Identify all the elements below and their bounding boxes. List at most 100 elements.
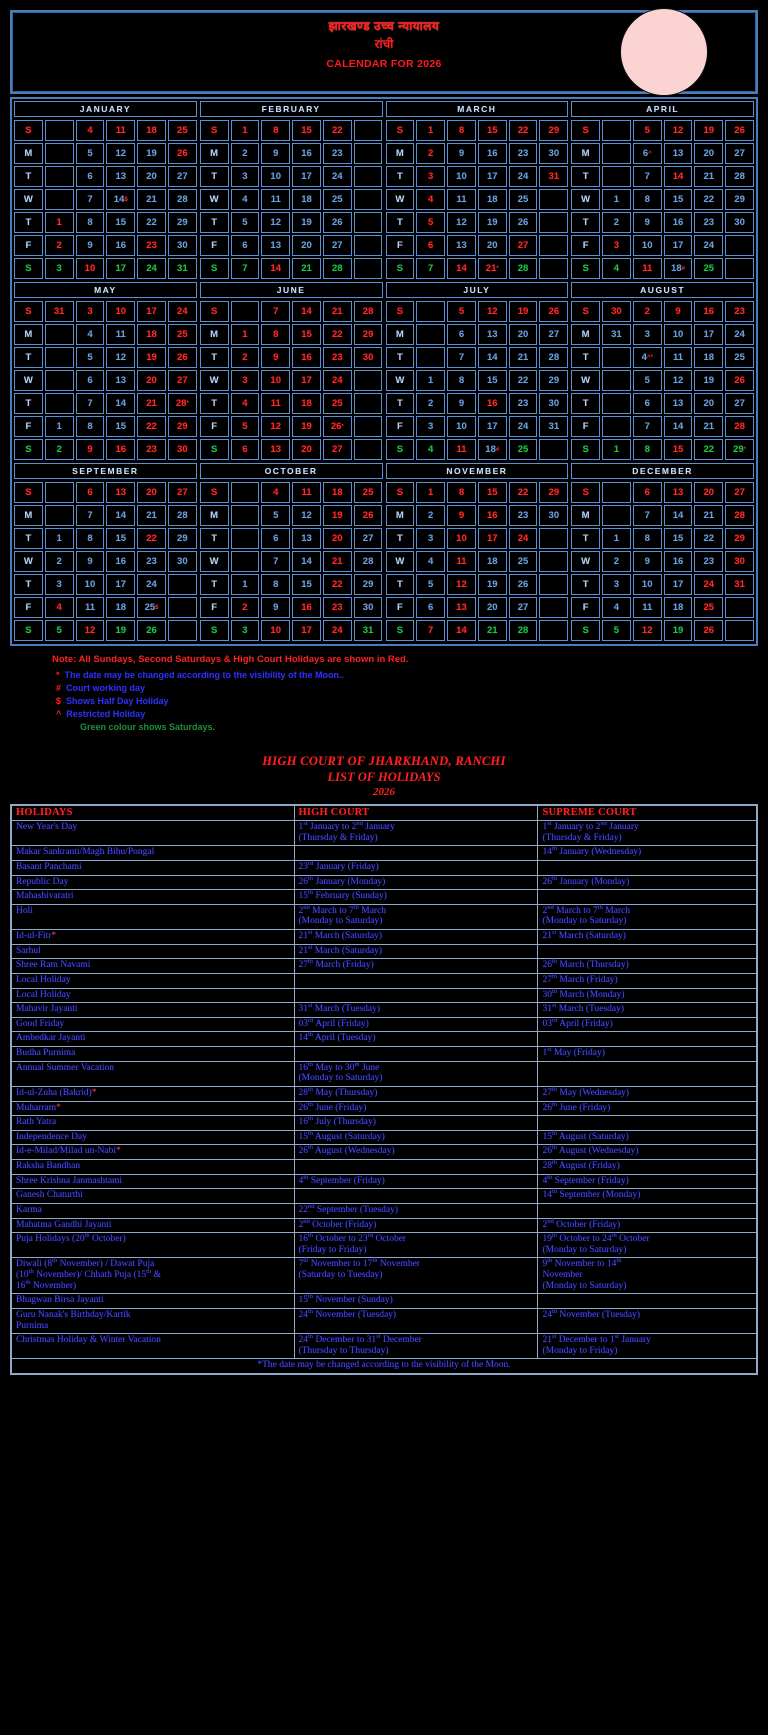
date-cell[interactable]: 13	[663, 143, 693, 164]
date-cell[interactable]: 10	[261, 370, 291, 391]
date-cell[interactable]: 11	[261, 189, 291, 210]
date-cell[interactable]: 22	[137, 416, 166, 437]
date-cell[interactable]: 3	[602, 235, 631, 256]
date-cell[interactable]: 9	[447, 143, 476, 164]
date-cell[interactable]: 26	[322, 212, 352, 233]
date-cell[interactable]: 13	[477, 324, 507, 345]
date-cell[interactable]	[44, 143, 74, 164]
date-cell[interactable]	[725, 620, 754, 641]
date-cell[interactable]: 4	[230, 189, 260, 210]
date-cell[interactable]: 7	[632, 416, 662, 437]
date-cell[interactable]: 10	[632, 235, 662, 256]
date-cell[interactable]: 25	[167, 324, 197, 345]
date-cell[interactable]: 31	[602, 324, 631, 345]
date-cell[interactable]: 23	[508, 505, 538, 526]
date-cell[interactable]: 1	[230, 120, 260, 141]
date-cell[interactable]: 12	[447, 212, 476, 233]
date-cell[interactable]: 17	[663, 235, 693, 256]
date-cell[interactable]: 15	[477, 482, 507, 503]
date-cell[interactable]: 17	[137, 301, 166, 322]
date-cell[interactable]: 5	[230, 416, 260, 437]
date-cell[interactable]: 18	[292, 393, 321, 414]
date-cell[interactable]: 6^	[632, 143, 662, 164]
date-cell[interactable]	[230, 551, 260, 572]
date-cell[interactable]: 8	[75, 528, 105, 549]
date-cell[interactable]: 13	[106, 482, 136, 503]
date-cell[interactable]: 2	[230, 347, 260, 368]
date-cell[interactable]: 31	[539, 416, 569, 437]
date-cell[interactable]: 3	[416, 528, 446, 549]
date-cell[interactable]: 7	[230, 258, 260, 279]
date-cell[interactable]: 15	[292, 324, 321, 345]
date-cell[interactable]: 11	[632, 597, 662, 618]
date-cell[interactable]: 14	[477, 347, 507, 368]
date-cell[interactable]: 5	[447, 301, 476, 322]
date-cell[interactable]: 25	[694, 258, 724, 279]
date-cell[interactable]: 15	[106, 416, 136, 437]
date-cell[interactable]: 28	[508, 620, 538, 641]
date-cell[interactable]: 9	[75, 551, 105, 572]
date-cell[interactable]: 1	[602, 528, 631, 549]
date-cell[interactable]: 27	[322, 235, 352, 256]
date-cell[interactable]: 3	[230, 620, 260, 641]
date-cell[interactable]: 23	[137, 235, 166, 256]
date-cell[interactable]: 26	[167, 143, 197, 164]
date-cell[interactable]	[539, 597, 569, 618]
date-cell[interactable]: 25	[725, 347, 754, 368]
date-cell[interactable]: 30	[539, 505, 569, 526]
date-cell[interactable]	[602, 347, 631, 368]
date-cell[interactable]	[539, 574, 569, 595]
date-cell[interactable]: 7	[75, 505, 105, 526]
date-cell[interactable]: 15	[663, 528, 693, 549]
date-cell[interactable]: 19	[106, 620, 136, 641]
date-cell[interactable]: 20	[694, 143, 724, 164]
date-cell[interactable]	[539, 258, 569, 279]
date-cell[interactable]: 23	[694, 212, 724, 233]
date-cell[interactable]: 30	[167, 439, 197, 460]
date-cell[interactable]: 7	[75, 189, 105, 210]
date-cell[interactable]: 9	[447, 393, 476, 414]
date-cell[interactable]: 3	[416, 416, 446, 437]
date-cell[interactable]: 25	[322, 393, 352, 414]
date-cell[interactable]	[539, 189, 569, 210]
date-cell[interactable]	[539, 551, 569, 572]
date-cell[interactable]: 16	[292, 143, 321, 164]
date-cell[interactable]	[602, 393, 631, 414]
date-cell[interactable]: 24	[694, 574, 724, 595]
date-cell[interactable]: 2	[416, 505, 446, 526]
date-cell[interactable]: 6	[447, 324, 476, 345]
date-cell[interactable]: 23	[508, 393, 538, 414]
date-cell[interactable]: 29	[539, 482, 569, 503]
date-cell[interactable]: 21	[137, 505, 166, 526]
date-cell[interactable]: 7	[632, 166, 662, 187]
date-cell[interactable]: 25	[353, 482, 383, 503]
date-cell[interactable]: 11	[447, 189, 476, 210]
date-cell[interactable]: 14	[663, 505, 693, 526]
date-cell[interactable]: 17	[106, 574, 136, 595]
date-cell[interactable]: 11	[75, 597, 105, 618]
date-cell[interactable]: 2	[602, 551, 631, 572]
date-cell[interactable]: 19	[694, 370, 724, 391]
date-cell[interactable]: 15	[663, 189, 693, 210]
date-cell[interactable]	[353, 439, 383, 460]
date-cell[interactable]: 21*	[477, 258, 507, 279]
date-cell[interactable]: 7	[632, 505, 662, 526]
date-cell[interactable]: 26	[167, 347, 197, 368]
date-cell[interactable]: 4	[602, 258, 631, 279]
date-cell[interactable]	[353, 235, 383, 256]
date-cell[interactable]: 1	[230, 324, 260, 345]
date-cell[interactable]: 29	[539, 370, 569, 391]
date-cell[interactable]: 7	[261, 551, 291, 572]
date-cell[interactable]: 18#	[663, 258, 693, 279]
date-cell[interactable]: 9	[261, 597, 291, 618]
date-cell[interactable]: 12	[261, 212, 291, 233]
date-cell[interactable]: 24	[322, 166, 352, 187]
date-cell[interactable]	[602, 143, 631, 164]
date-cell[interactable]: 27	[167, 370, 197, 391]
date-cell[interactable]: 17	[106, 258, 136, 279]
date-cell[interactable]	[44, 189, 74, 210]
date-cell[interactable]: 29	[167, 528, 197, 549]
date-cell[interactable]: 20	[694, 393, 724, 414]
date-cell[interactable]: 25$	[137, 597, 166, 618]
date-cell[interactable]: 12	[477, 301, 507, 322]
